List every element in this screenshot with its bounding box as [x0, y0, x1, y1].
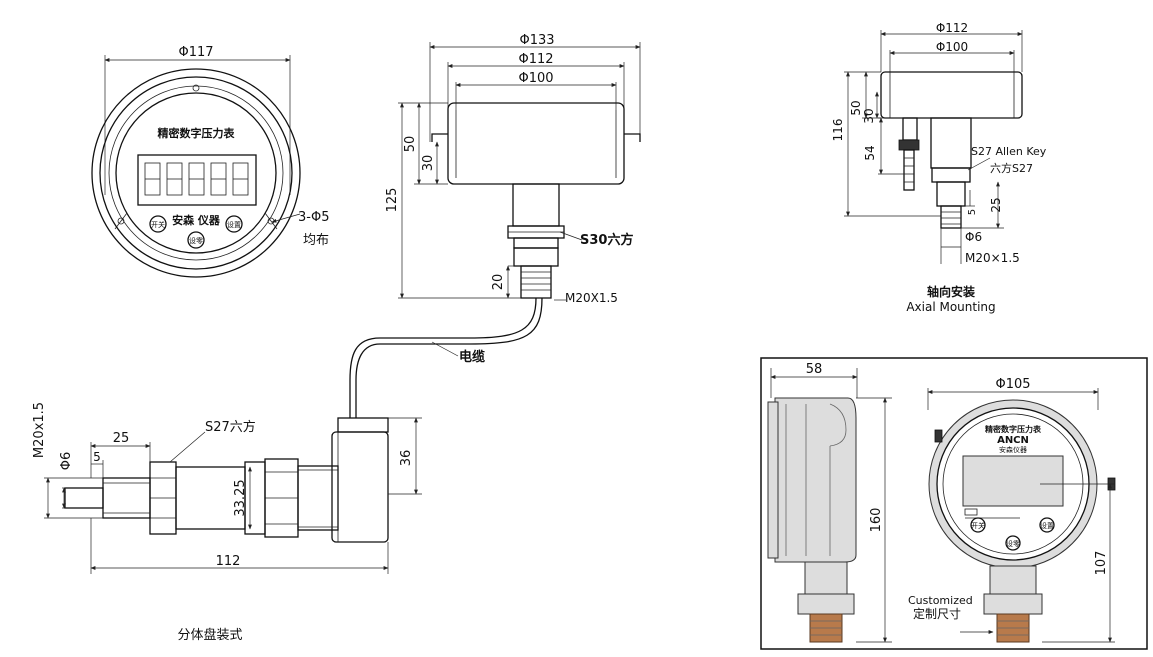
sensor-hex-label: S27六方: [205, 419, 256, 435]
axial-dim-dia6: Φ6: [965, 230, 982, 244]
axial-dim-50: 50: [849, 100, 863, 115]
side-dim-125: 125: [385, 188, 400, 213]
axial-thread: [940, 205, 962, 229]
svg-text:设置: 设置: [1040, 521, 1054, 530]
svg-text:设置: 设置: [227, 220, 241, 229]
axial-hex-nut: [931, 167, 971, 183]
axial-dim-dia-100: Φ100: [936, 40, 968, 54]
side-dim-20: 20: [491, 274, 506, 291]
side-bezel-flange: [431, 133, 641, 142]
photo-customized-cn: 定制尺寸: [913, 606, 961, 621]
axial-dim-30: 30: [862, 108, 876, 123]
photo-dim-160: 160: [869, 508, 884, 533]
side-dim-30: 30: [421, 155, 436, 172]
svg-text:开关: 开关: [151, 220, 165, 229]
sensor-dim-dia6: Φ6: [59, 452, 74, 471]
split-sensor-view: 36 33.25 S27六方 25 5 M20x1.5 Φ6: [32, 402, 422, 643]
photo-zero-button: 设零: [1005, 535, 1021, 551]
photo-on-off-button: 开关: [970, 517, 986, 533]
photo-dim-107: 107: [1094, 551, 1109, 576]
axial-dim-25: 25: [989, 197, 1003, 212]
axial-dim-116: 116: [831, 119, 845, 142]
panel-mount-caption: 分体盘装式: [177, 627, 242, 643]
sensor-dim-112: 112: [216, 554, 241, 569]
axial-caption-cn: 轴向安装: [927, 284, 975, 299]
axial-mount-view: Φ112 Φ100 116 50 30 54 S27 Allen Key: [831, 21, 1047, 314]
photo-brand-name: 安森仪器: [999, 445, 1027, 454]
panel-lcd-digits: [144, 162, 249, 196]
side-dim-50: 50: [403, 136, 418, 153]
connecting-cable: 电缆: [349, 297, 543, 418]
axial-caption-en: Axial Mounting: [906, 300, 995, 314]
photo-set-button: 设置: [1039, 517, 1055, 533]
photo-brand-logo: ANCN: [997, 435, 1029, 446]
side-dim-dia-112: Φ112: [518, 52, 553, 67]
svg-text:设零: 设零: [1006, 539, 1020, 548]
cable-label: 电缆: [459, 349, 485, 365]
panel-gauge-title: 精密数字压力表: [158, 126, 236, 140]
side-hex-s30: S30六方: [580, 232, 633, 248]
side-dim-dia-100: Φ100: [518, 71, 553, 86]
photo-dim-58: 58: [806, 362, 823, 377]
mount-hole-left: [117, 217, 125, 225]
mount-hole-top: [192, 84, 200, 92]
photo-gauge-panel: 58 Φ105 精密数字压力表 ANCN 安森仪器 开关 设: [760, 357, 1148, 650]
panel-lcd-window: [137, 154, 257, 206]
axial-hex-label: 六方S27: [990, 161, 1033, 175]
photo-gauge-title: 精密数字压力表: [985, 424, 1042, 434]
photo-customized-en: Customized: [908, 594, 973, 607]
panel-zero-button: 设零: [187, 231, 205, 249]
svg-text:设零: 设零: [189, 236, 203, 245]
sensor-dim-3325: 33.25: [233, 479, 248, 516]
panel-gauge-front-view: Φ117 精密数字压力表 安森 仪器 开关 设置 设零: [91, 45, 329, 278]
axial-dim-5: 5: [967, 209, 978, 215]
side-thread: [520, 265, 552, 299]
sensor-dim-36: 36: [399, 450, 414, 467]
side-dim-dia-133: Φ133: [519, 33, 554, 48]
photo-dim-dia105: Φ105: [995, 377, 1030, 392]
sensor-dim-5: 5: [93, 450, 101, 464]
sensor-dim-25: 25: [113, 431, 130, 446]
panel-dim-holes: 3-Φ5: [298, 210, 329, 225]
panel-dim-outer-dia: Φ117: [178, 45, 213, 60]
svg-text:开关: 开关: [971, 521, 985, 530]
photo-side-housing: [774, 397, 857, 563]
photo-lcd: [962, 455, 1064, 507]
panel-on-off-button: 开关: [149, 215, 167, 233]
axial-case-body: [880, 71, 1023, 119]
axial-dim-dia-112: Φ112: [936, 21, 968, 35]
axial-allen-key: S27 Allen Key: [971, 145, 1047, 158]
sensor-thread-m20: M20x1.5: [32, 402, 47, 458]
panel-gauge-side-view: Φ133 Φ112 Φ100 125 50 30 20 S: [385, 33, 641, 305]
axial-thread-m20: M20×1.5: [965, 251, 1020, 265]
panel-set-button: 设置: [225, 215, 243, 233]
panel-gauge-brand: 安森 仪器: [172, 213, 221, 227]
side-case-body: [447, 102, 625, 185]
panel-holes-note: 均布: [303, 233, 329, 248]
side-thread-m20: M20X1.5: [565, 291, 618, 305]
axial-dim-54: 54: [863, 145, 877, 160]
